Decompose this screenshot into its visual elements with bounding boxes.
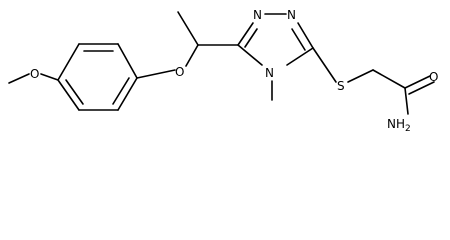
bond-ring-a-inner (65, 79, 84, 105)
bond-n2-c3 (297, 22, 314, 49)
bond-n2-c3-double (291, 28, 306, 51)
bond-n4-c5 (237, 44, 263, 66)
atom-labels: O O N N N S O NH2 (30, 8, 438, 134)
atom-n-ring-2: N (287, 8, 296, 22)
atom-o-ether: O (175, 65, 184, 79)
bond-s-ch2 (347, 69, 374, 83)
atom-s-thio: S (337, 79, 345, 93)
bond-carbonyl-o-double (408, 81, 435, 95)
bond-carbonyl-n (404, 87, 409, 115)
bond-carbonyl-o (404, 75, 431, 89)
bond-ch-methyl (177, 11, 199, 46)
atom-o-carbonyl: O (429, 70, 438, 84)
atom-n-ring-4: N (265, 66, 274, 80)
bond-oether-ch (185, 44, 199, 67)
bond-ch2-carbonyl (372, 69, 406, 89)
molecule-structure: O O N N N S O NH2 (8, 8, 438, 134)
bond-methyl-o (8, 73, 30, 84)
atom-o-methoxy: O (30, 67, 39, 81)
bond-aryl-oether (136, 69, 176, 79)
bond-ring-d (117, 43, 138, 79)
bond-ring-c (117, 77, 138, 111)
bond-c3-s (312, 47, 337, 83)
bond-o-aryl (40, 73, 59, 81)
bond-ring-a (57, 79, 80, 111)
bond-ring-c-inner (112, 77, 130, 105)
bond-c5-n1 (237, 22, 254, 46)
bond-c3-n4 (286, 47, 314, 66)
atom-n-ring-1: N (253, 8, 262, 22)
atom-n-amide: NH2 (387, 117, 411, 134)
bond-c5-n1-double (244, 28, 258, 48)
bonds (8, 11, 435, 115)
bond-ring-f (57, 43, 80, 81)
